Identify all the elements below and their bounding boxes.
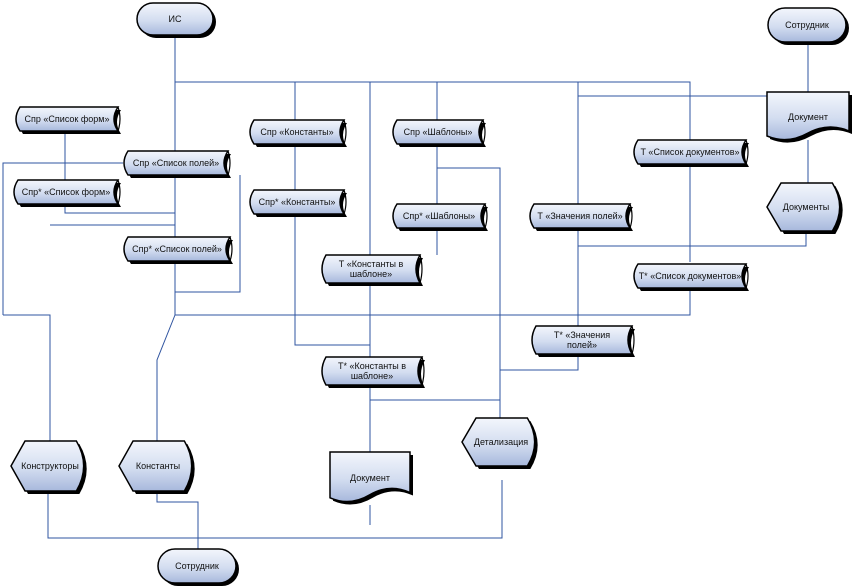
node-sprx-forms: Спр* «Список форм» xyxy=(13,179,121,207)
storage-curve xyxy=(745,139,749,165)
connector xyxy=(64,205,175,214)
connector xyxy=(47,480,503,539)
connector xyxy=(3,314,51,450)
node-label: Т «Список документов» xyxy=(640,147,739,157)
node-spr-templates: Спр «Шаблоны» xyxy=(392,119,486,147)
connector xyxy=(500,355,579,371)
storage-curve xyxy=(229,236,233,262)
node-tx-doc-list: Т* «Список документов» xyxy=(633,263,749,291)
node-label: шаблоне» xyxy=(350,269,392,279)
connector xyxy=(2,162,123,315)
node-shape-terminator xyxy=(157,548,237,584)
node-shape-display xyxy=(766,182,841,232)
node-docs-right: Документы xyxy=(766,182,843,234)
node-sprx-const: Спр* «Константы» xyxy=(249,189,347,217)
node-label: Сотрудник xyxy=(785,20,829,30)
node-label: Документ xyxy=(350,473,390,483)
connector xyxy=(577,82,770,97)
storage-curve xyxy=(227,150,231,176)
node-sprx-fields: Спр* «Список полей» xyxy=(123,236,233,264)
node-shape-display xyxy=(10,440,85,492)
node-label: Сотрудник xyxy=(175,561,219,571)
storage-curve xyxy=(419,254,423,284)
node-label: Спр «Константы» xyxy=(260,127,333,137)
storage-curve xyxy=(745,263,749,289)
node-label: Спр* «Константы» xyxy=(259,197,336,207)
node-shape-terminator xyxy=(136,2,214,36)
node-doc-right: Документ xyxy=(766,91,852,143)
node-label: Спр «Список форм» xyxy=(25,114,110,124)
node-label: Спр «Список полей» xyxy=(133,158,219,168)
storage-curve xyxy=(631,325,635,355)
storage-curve xyxy=(117,179,121,205)
node-sprx-templates: Спр* «Шаблоны» xyxy=(392,203,488,231)
connector xyxy=(578,232,807,247)
node-constructors: Конструкторы xyxy=(10,440,87,494)
node-label: ИС xyxy=(169,14,182,24)
node-label: Документ xyxy=(788,112,828,122)
node-label: Детализация xyxy=(474,437,528,447)
node-shape-document xyxy=(766,91,850,141)
node-detail: Детализация xyxy=(461,417,538,469)
node-label: шаблоне» xyxy=(351,371,393,381)
node-label: Спр* «Список форм» xyxy=(22,187,110,197)
connector xyxy=(174,175,241,293)
node-spr-fields: Спр «Список полей» xyxy=(123,150,231,178)
node-label: Т «Константы в xyxy=(339,259,404,269)
node-label: Документы xyxy=(783,202,829,212)
connector xyxy=(370,167,501,401)
node-shape-display xyxy=(118,440,193,492)
connector xyxy=(294,215,370,346)
node-shape-terminator xyxy=(767,7,847,43)
connector xyxy=(175,81,691,150)
node-label: Т* «Значения xyxy=(554,330,610,340)
node-label: полей» xyxy=(567,340,597,350)
node-label: Т* «Список документов» xyxy=(639,271,742,281)
node-label: Спр* «Список полей» xyxy=(132,244,222,254)
connector xyxy=(156,314,176,450)
storage-curve xyxy=(117,106,121,132)
node-doc-center: Документ xyxy=(329,451,413,505)
node-label: Т «Значения полей» xyxy=(537,211,622,221)
node-label: Спр «Шаблоны» xyxy=(404,127,473,137)
node-is: ИС xyxy=(136,2,216,38)
node-t-doc-list: Т «Список документов» xyxy=(633,139,749,167)
connector xyxy=(156,490,199,550)
node-employee-top: Сотрудник xyxy=(767,7,849,45)
storage-curve xyxy=(421,356,425,386)
node-constants: Константы xyxy=(118,440,195,494)
node-label: Спр* «Шаблоны» xyxy=(403,211,475,221)
node-spr-forms: Спр «Список форм» xyxy=(15,106,121,134)
storage-curve xyxy=(482,119,486,145)
node-shape-document xyxy=(329,451,411,503)
node-label: Константы xyxy=(136,461,180,471)
node-employee-bottom: Сотрудник xyxy=(157,548,239,586)
node-t-field-values: Т «Значения полей» xyxy=(529,203,633,231)
storage-curve xyxy=(629,203,633,229)
node-spr-const: Спр «Константы» xyxy=(249,119,347,147)
node-shape-display xyxy=(461,417,536,467)
node-label: Конструкторы xyxy=(21,461,79,471)
storage-curve xyxy=(484,203,488,229)
connector xyxy=(174,82,691,316)
storage-curve xyxy=(343,189,347,215)
connector-lines xyxy=(2,34,809,550)
node-label: Т* «Константы в xyxy=(338,361,406,371)
storage-curve xyxy=(343,119,347,145)
